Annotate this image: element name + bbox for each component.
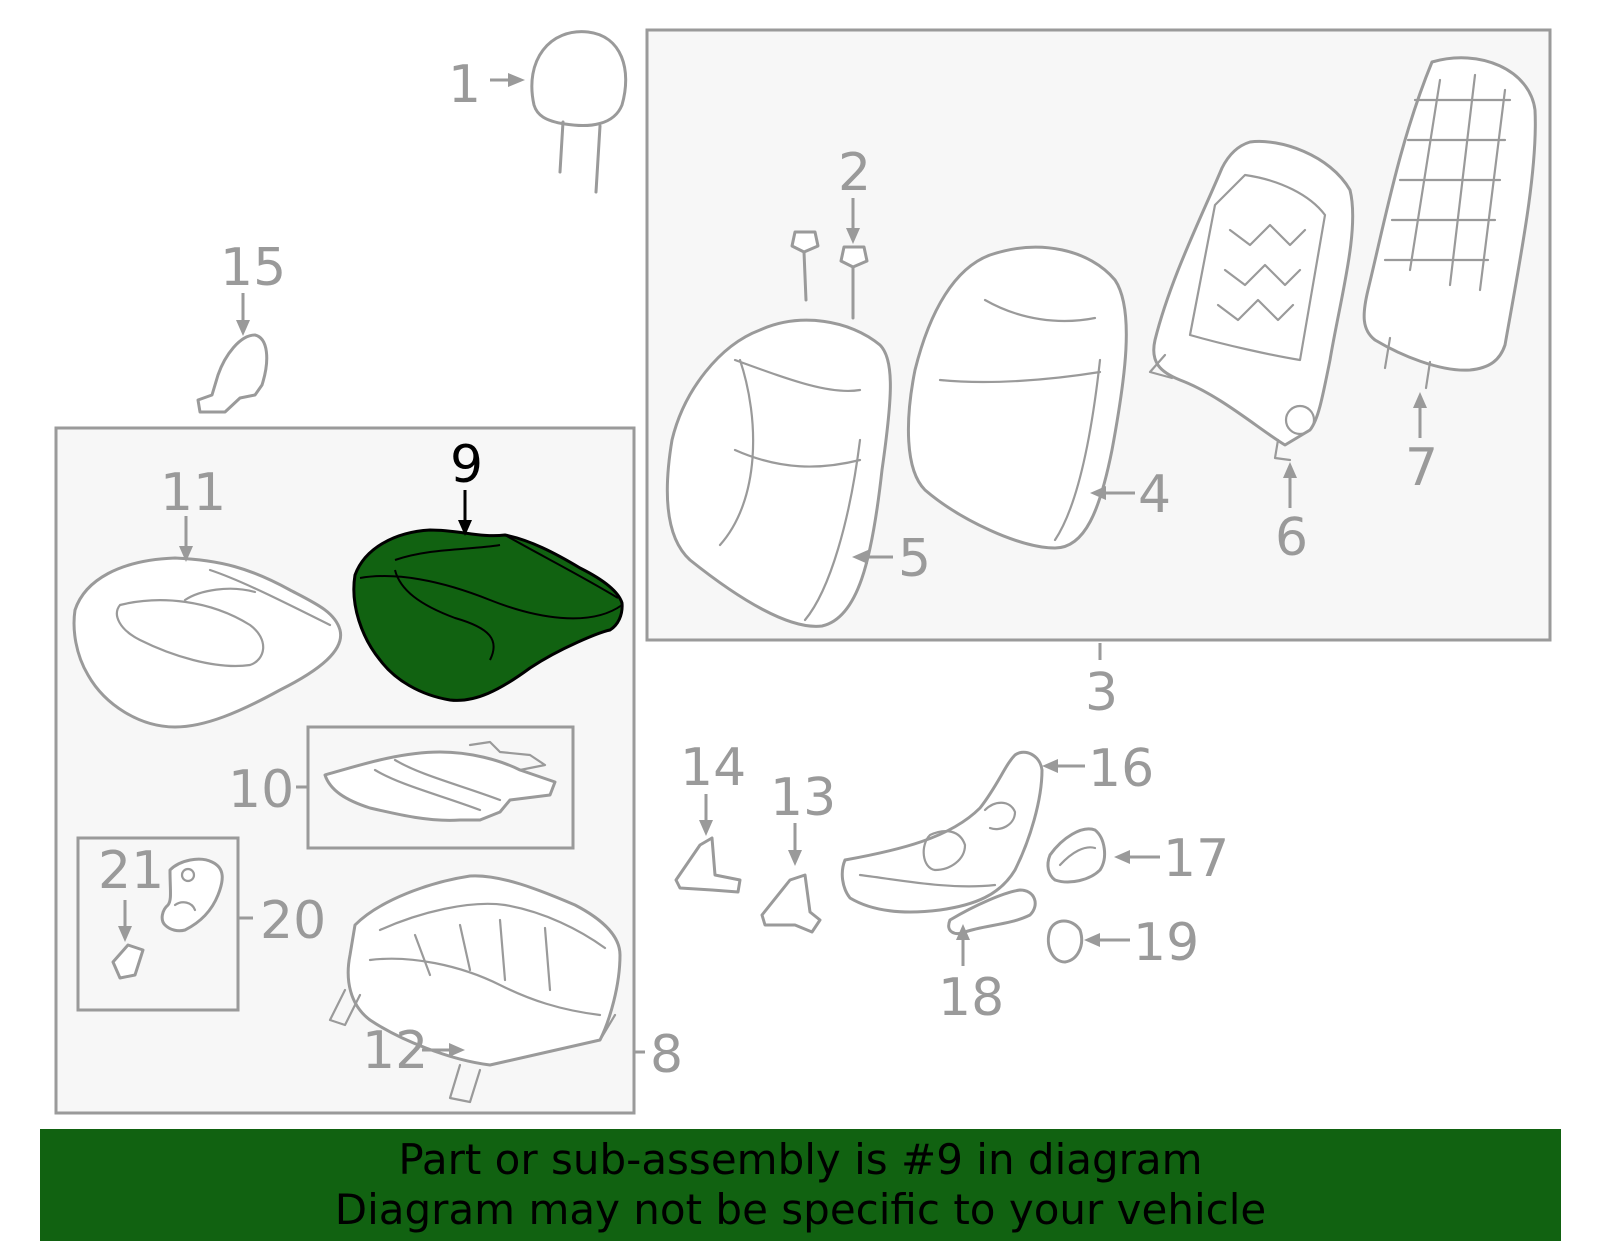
side-shield-part[interactable] <box>840 750 1044 914</box>
adjust-knob-part[interactable] <box>1046 827 1107 884</box>
callout-16[interactable]: 16 <box>1088 739 1154 799</box>
bracket-subgroup-box <box>76 836 240 1012</box>
callout-15[interactable]: 15 <box>220 238 286 298</box>
callout-10[interactable]: 10 <box>228 760 294 820</box>
callout-20[interactable]: 20 <box>260 891 326 951</box>
headrest-guide-part[interactable] <box>790 230 869 320</box>
cushion-cover-part[interactable] <box>72 556 343 729</box>
callout-9[interactable]: 9 <box>450 435 483 495</box>
notice-banner: Part or sub-assembly is #9 in diagram Di… <box>40 1129 1561 1241</box>
callout-3[interactable]: 3 <box>1085 663 1118 723</box>
callout-17[interactable]: 17 <box>1163 829 1229 889</box>
bracket-13-part[interactable] <box>760 873 822 934</box>
callout-11[interactable]: 11 <box>160 463 226 523</box>
callout-7[interactable]: 7 <box>1405 438 1438 498</box>
leader-lines <box>118 73 1427 1057</box>
hinge-cover-part[interactable] <box>196 333 269 414</box>
cushion-pad-part-highlighted[interactable] <box>352 528 624 702</box>
callout-2[interactable]: 2 <box>838 143 871 203</box>
screw-cap-part[interactable] <box>1046 919 1084 964</box>
seatback-pad-part[interactable] <box>906 245 1128 550</box>
seatback-board-part[interactable] <box>1362 56 1537 390</box>
callout-13[interactable]: 13 <box>770 768 836 828</box>
headrest-part[interactable] <box>530 30 628 194</box>
callout-8[interactable]: 8 <box>650 1025 683 1085</box>
callout-21[interactable]: 21 <box>98 841 164 901</box>
bracket-14-part[interactable] <box>674 836 742 894</box>
seat-bracket-part[interactable] <box>111 857 224 980</box>
recline-handle-part[interactable] <box>947 888 1037 935</box>
callout-14[interactable]: 14 <box>680 738 746 798</box>
cushion-insulator-part[interactable] <box>323 740 557 822</box>
callout-5[interactable]: 5 <box>898 529 931 589</box>
notice-line-1: Part or sub-assembly is #9 in diagram <box>398 1135 1203 1184</box>
cushion-frame-part[interactable] <box>328 874 622 1104</box>
seatback-frame-part[interactable] <box>1148 139 1355 462</box>
callout-6[interactable]: 6 <box>1275 508 1308 568</box>
callout-12[interactable]: 12 <box>362 1021 428 1081</box>
notice-line-2: Diagram may not be specific to your vehi… <box>334 1185 1267 1234</box>
seatback-cover-part[interactable] <box>665 318 892 628</box>
callout-19[interactable]: 19 <box>1133 913 1199 973</box>
callout-18[interactable]: 18 <box>938 968 1004 1028</box>
callout-1[interactable]: 1 <box>448 55 481 115</box>
callout-4[interactable]: 4 <box>1138 465 1171 525</box>
